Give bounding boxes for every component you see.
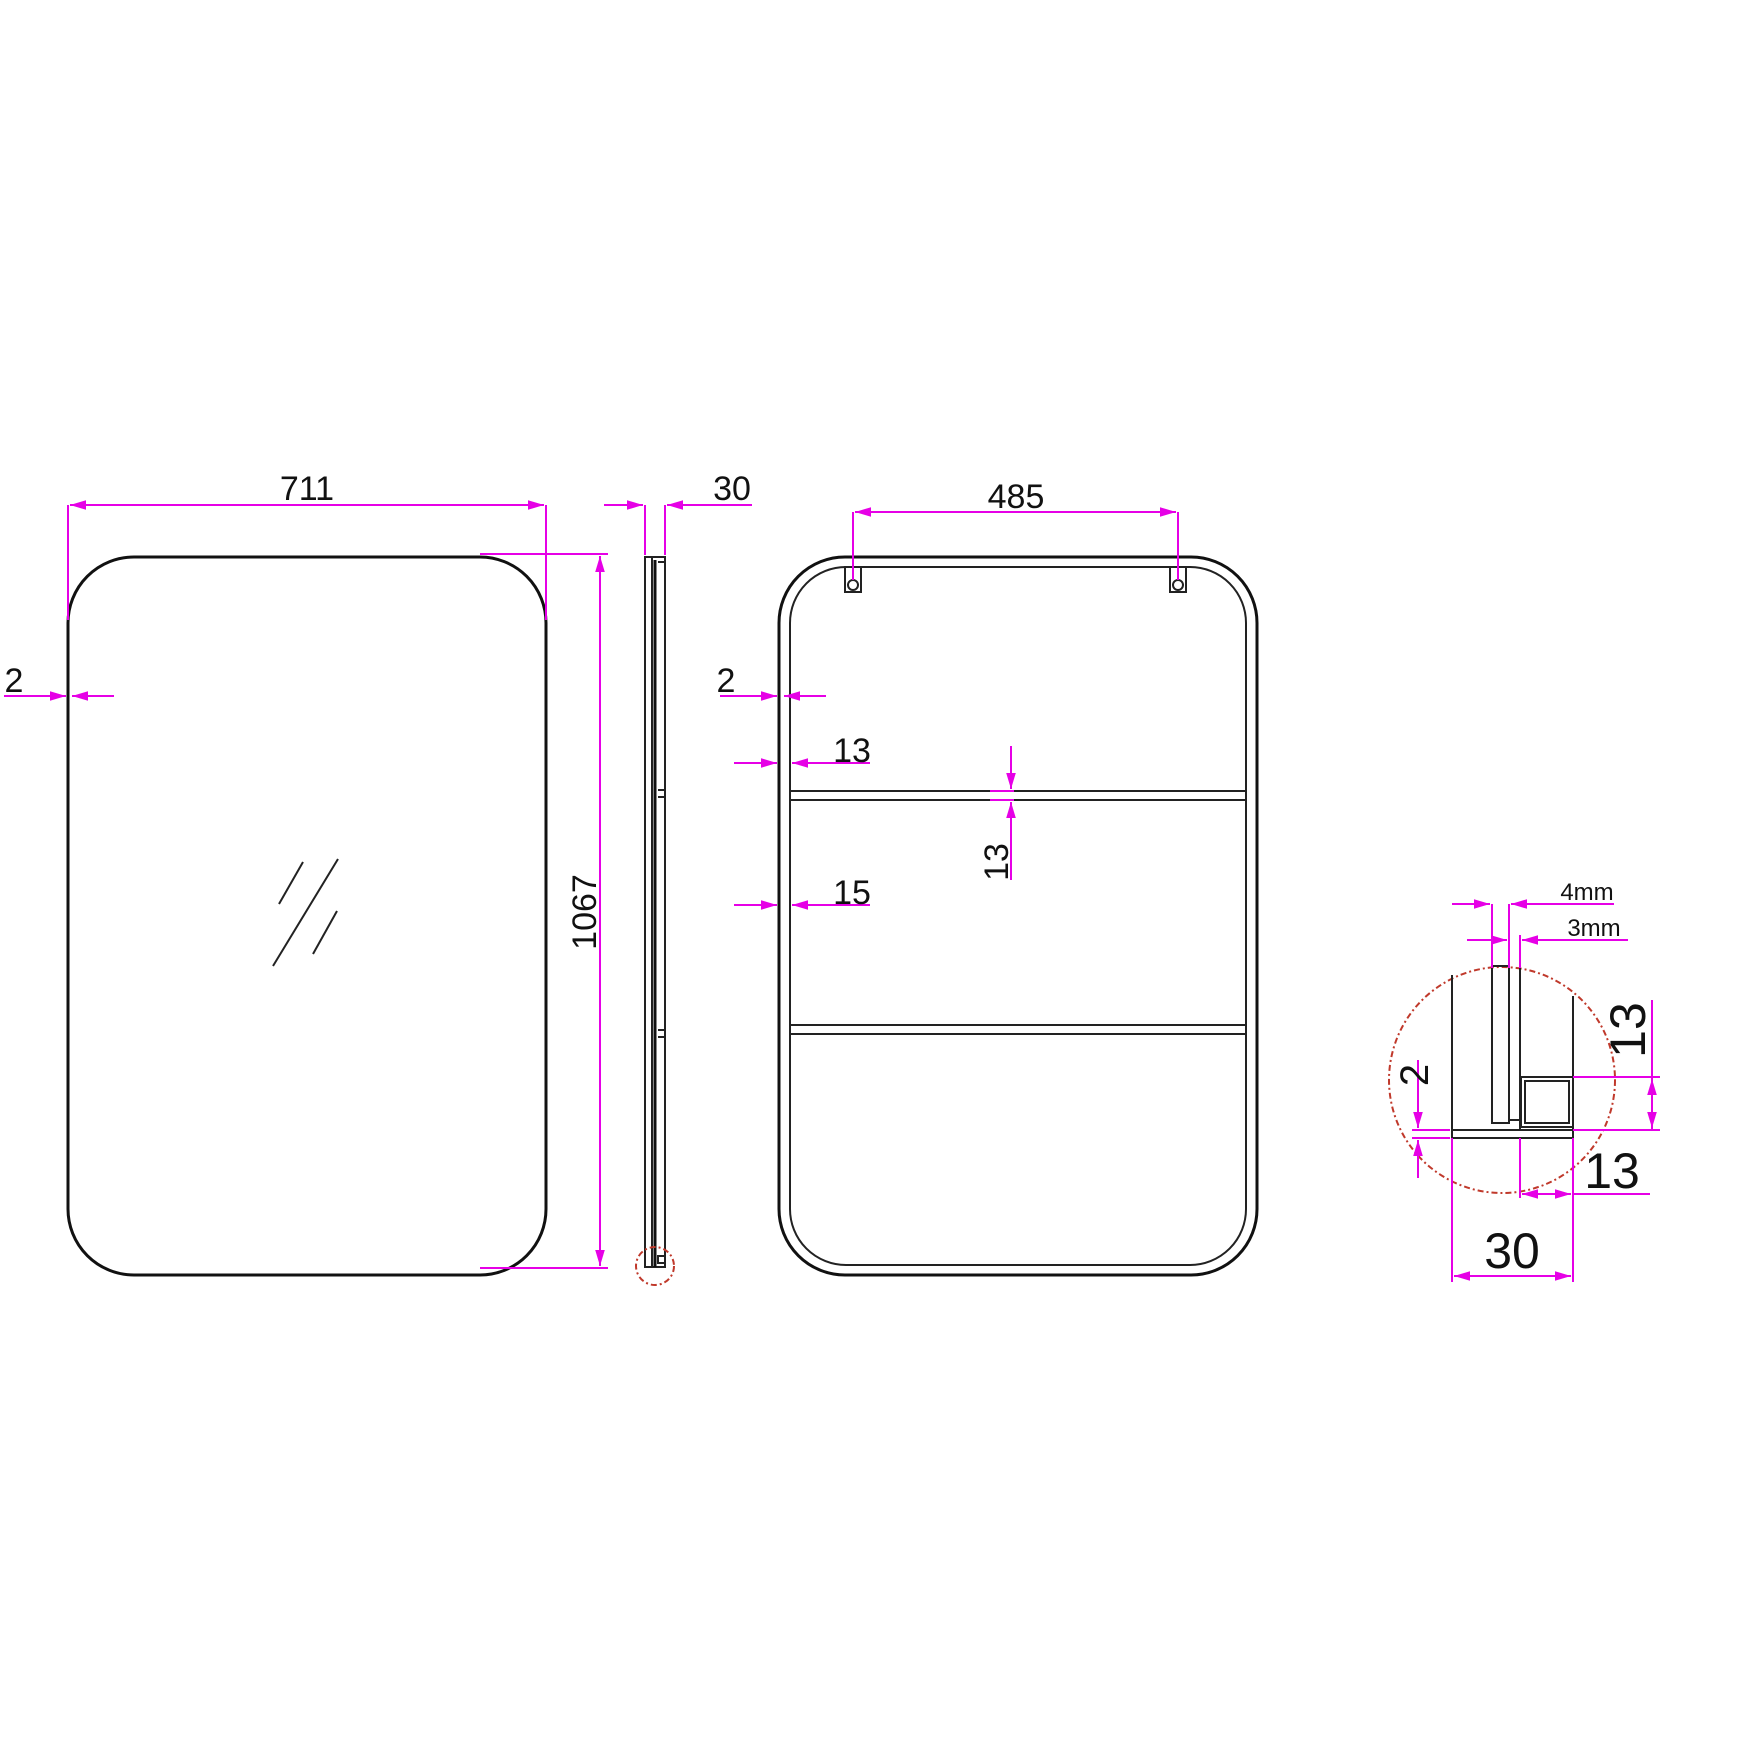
dimension-bar-offset: 15 — [734, 874, 871, 912]
mirror-outline — [66, 555, 548, 1277]
dimension-profile-height: 13 — [1573, 1000, 1660, 1131]
glass-panel — [1491, 965, 1510, 1124]
side-view: 30 — [604, 470, 752, 1286]
height-label: 1067 — [566, 874, 604, 950]
dimension-bar-thickness: 13 — [978, 746, 1016, 881]
glass-label: 4mm — [1560, 879, 1613, 906]
detail-circle — [1388, 966, 1616, 1194]
dimension-hanger-spacing: 485 — [852, 478, 1179, 580]
square-tube — [1520, 1076, 1574, 1128]
bar-thickness-label: 13 — [978, 843, 1016, 881]
frame-label: 13 — [833, 732, 871, 770]
dimension-backing: 3mm — [1467, 915, 1628, 968]
profile-width-label: 13 — [1584, 1143, 1640, 1199]
dimension-height: 1067 — [480, 553, 608, 1269]
backing-label: 3mm — [1567, 915, 1620, 942]
total-depth-label: 30 — [1484, 1223, 1540, 1279]
dimension-glass: 4mm — [1452, 879, 1614, 968]
detail-view: 4mm 3mm 2 13 — [1388, 879, 1660, 1282]
dimension-back-edge: 2 — [717, 662, 826, 701]
depth-label: 30 — [713, 470, 751, 508]
glass-reflection-icon — [272, 858, 339, 967]
detail-marker — [635, 1246, 675, 1286]
back-view: 485 2 13 15 13 — [717, 478, 1259, 1277]
frame-outer — [777, 555, 1259, 1277]
dimension-edge: 2 — [4, 662, 114, 701]
support-bar — [790, 1024, 1246, 1035]
edge-label: 2 — [5, 662, 24, 700]
dimension-width: 711 — [67, 470, 547, 620]
hanger-spacing-label: 485 — [988, 478, 1045, 516]
dimension-frame: 13 — [734, 732, 871, 770]
profile-height-label: 13 — [1600, 1002, 1656, 1058]
dimension-profile-width: 13 — [1519, 1138, 1650, 1199]
bottom-label: 2 — [1393, 1064, 1437, 1086]
frame-inner — [789, 566, 1247, 1266]
bar-offset-label: 15 — [833, 874, 871, 912]
dimension-bottom: 2 — [1393, 1060, 1450, 1178]
width-label: 711 — [280, 470, 334, 508]
dimension-total-depth: 30 — [1451, 1138, 1574, 1282]
dimension-depth: 30 — [604, 470, 752, 555]
front-view: 711 1067 2 — [4, 470, 608, 1277]
support-bar — [790, 790, 1246, 801]
back-edge-label: 2 — [717, 662, 736, 700]
